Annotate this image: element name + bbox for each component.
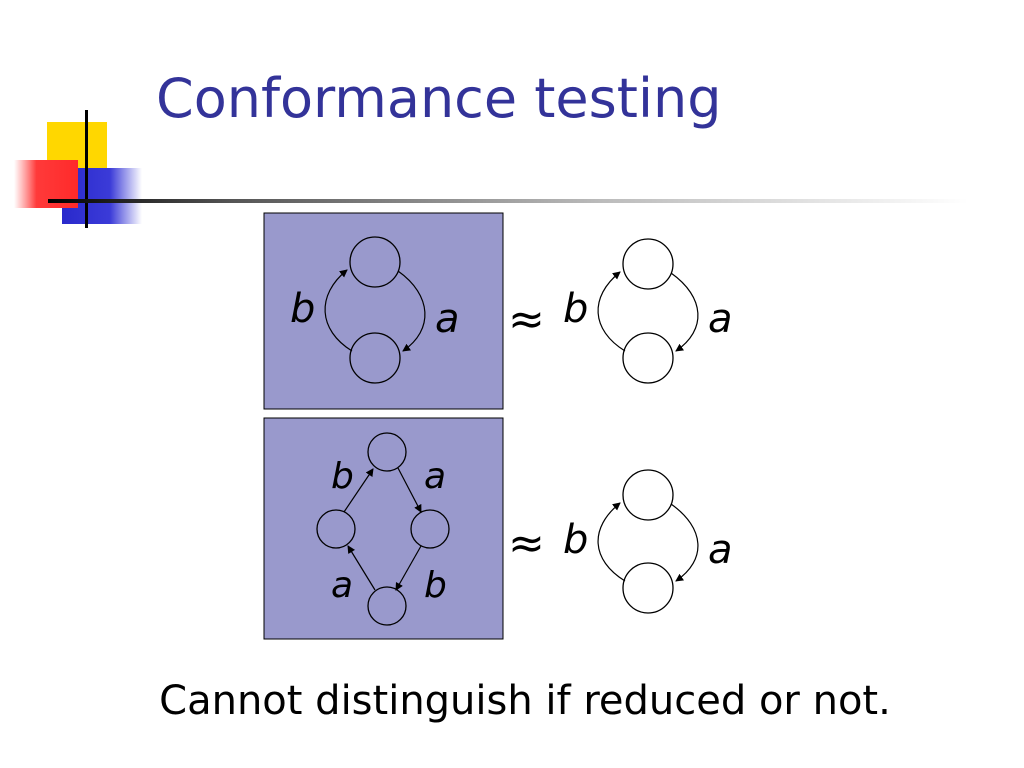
row1-left-machine: b a	[263, 212, 504, 410]
state-bottom	[622, 332, 674, 384]
transition-b	[324, 269, 353, 352]
slide-caption: Cannot distinguish if reduced or not.	[159, 678, 891, 724]
transition-bottom-to-left	[347, 545, 376, 591]
state-top	[622, 469, 674, 521]
transition-a	[670, 503, 699, 582]
label-b: b	[563, 517, 588, 563]
row1-right-machine: b a	[563, 238, 733, 384]
approx-symbol-row1: ≈	[508, 294, 545, 345]
state-left	[316, 509, 356, 549]
transition-left-to-top	[343, 468, 374, 513]
label-b-bottom: b	[424, 565, 447, 606]
label-b-top: b	[331, 456, 354, 497]
title-underline	[48, 199, 968, 203]
transition-a	[670, 272, 699, 352]
transition-a	[397, 270, 426, 352]
label-a-top: a	[424, 456, 446, 497]
label-b: b	[290, 286, 315, 332]
transition-top-to-right	[397, 467, 422, 513]
state-right	[410, 509, 450, 549]
state-top	[367, 432, 407, 472]
state-top	[349, 236, 401, 288]
state-bottom	[622, 562, 674, 614]
transition-right-to-bottom	[395, 545, 422, 591]
label-a: a	[435, 296, 460, 342]
label-b: b	[563, 286, 588, 332]
state-bottom	[349, 332, 401, 384]
deco-vertical-line	[85, 110, 88, 228]
label-a-bottom: a	[331, 565, 353, 606]
label-a: a	[708, 527, 733, 573]
transition-b	[597, 271, 626, 352]
slide-title: Conformance testing	[156, 67, 722, 130]
transition-b	[597, 502, 626, 582]
state-top	[622, 238, 674, 290]
row2-right-machine: b a	[563, 469, 733, 614]
row2-left-machine: b a a b	[263, 417, 504, 640]
state-bottom	[367, 586, 407, 626]
approx-symbol-row2: ≈	[508, 518, 545, 569]
label-a: a	[708, 296, 733, 342]
